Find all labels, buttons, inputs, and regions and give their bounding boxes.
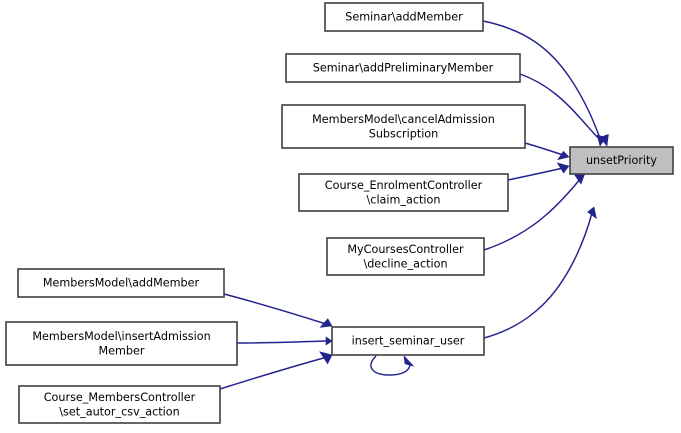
node-label: MembersModel\addMember	[43, 277, 200, 290]
edge-line	[482, 20, 602, 142]
edge-line	[219, 356, 328, 390]
arrowhead-icon	[599, 133, 609, 147]
edge-membersmodel_insertAdmissionMember-to-insert_seminar_user	[236, 336, 333, 346]
edge-line	[483, 212, 593, 339]
node-box[interactable]	[326, 237, 485, 276]
node-box[interactable]	[569, 146, 674, 175]
arrowhead-icon	[325, 336, 333, 346]
node-seminar_addPreliminaryMember[interactable]: Seminar\addPreliminaryMember	[285, 53, 521, 83]
node-label: Member	[98, 344, 144, 357]
edge-line	[223, 293, 327, 325]
node-box[interactable]	[331, 326, 485, 356]
node-label: MyCoursesController	[347, 243, 464, 256]
edge-line	[370, 355, 411, 376]
edge-insert_seminar_user-to-insert_seminar_user	[370, 355, 415, 376]
edge-membersmodel_cancelAdmissionSubscription-to-unsetpriority	[524, 142, 570, 161]
edge-line	[524, 142, 564, 156]
node-box[interactable]	[281, 104, 526, 149]
node-box[interactable]	[285, 53, 521, 83]
node-course_enrolmentcontroller_claim_action[interactable]: Course_EnrolmentController\claim_action	[298, 173, 509, 212]
nodes-layer: Seminar\addMemberSeminar\addPreliminaryM…	[5, 2, 674, 424]
edge-membersmodel_addMember-to-insert_seminar_user	[223, 293, 333, 328]
edge-course_enrolmentcontroller_claim_action-to-unsetpriority	[507, 162, 570, 181]
arrowhead-icon	[557, 150, 570, 161]
arrowhead-icon	[319, 318, 333, 328]
node-label: MembersModel\insertAdmission	[32, 330, 210, 343]
edges-layer	[219, 20, 609, 390]
node-mycoursescontroller_decline_action[interactable]: MyCoursesController\decline_action	[326, 237, 485, 276]
node-label: Seminar\addMember	[345, 11, 463, 24]
edge-line	[519, 73, 603, 143]
arrowhead-icon	[403, 355, 415, 367]
node-box[interactable]	[18, 385, 221, 424]
node-box[interactable]	[17, 268, 225, 298]
node-course_memberscontroller_set_autor_csv_action[interactable]: Course_MembersController\set_autor_csv_a…	[18, 385, 221, 424]
node-box[interactable]	[5, 321, 238, 366]
node-label: Course_MembersController	[44, 391, 196, 404]
node-membersmodel_addMember[interactable]: MembersModel\addMember	[17, 268, 225, 298]
node-label: Course_EnrolmentController	[325, 179, 483, 192]
arrowhead-icon	[319, 351, 333, 365]
node-unsetpriority[interactable]: unsetPriority	[569, 146, 674, 175]
node-label: MembersModel\cancelAdmission	[312, 113, 495, 126]
arrowhead-icon	[556, 162, 570, 174]
edge-seminar_addPreliminaryMember-to-unsetpriority	[519, 73, 609, 147]
node-label: \decline_action	[363, 257, 447, 270]
edge-line	[483, 177, 582, 251]
edge-course_memberscontroller_set_autor_csv_action-to-insert_seminar_user	[219, 351, 333, 390]
edge-line	[507, 167, 564, 181]
node-insert_seminar_user[interactable]: insert_seminar_user	[331, 326, 485, 356]
node-box[interactable]	[324, 2, 484, 32]
arrowhead-icon	[587, 206, 597, 220]
node-label: insert_seminar_user	[352, 335, 465, 348]
node-label: Subscription	[369, 127, 439, 140]
node-box[interactable]	[298, 173, 509, 212]
node-label: Seminar\addPreliminaryMember	[313, 62, 494, 75]
node-label: \set_autor_csv_action	[59, 405, 179, 418]
edge-line	[236, 340, 327, 344]
edge-insert_seminar_user-to-unsetpriority	[483, 206, 597, 339]
node-seminar_addMember[interactable]: Seminar\addMember	[324, 2, 484, 32]
node-label: \claim_action	[367, 193, 441, 206]
node-label: unsetPriority	[586, 154, 657, 167]
